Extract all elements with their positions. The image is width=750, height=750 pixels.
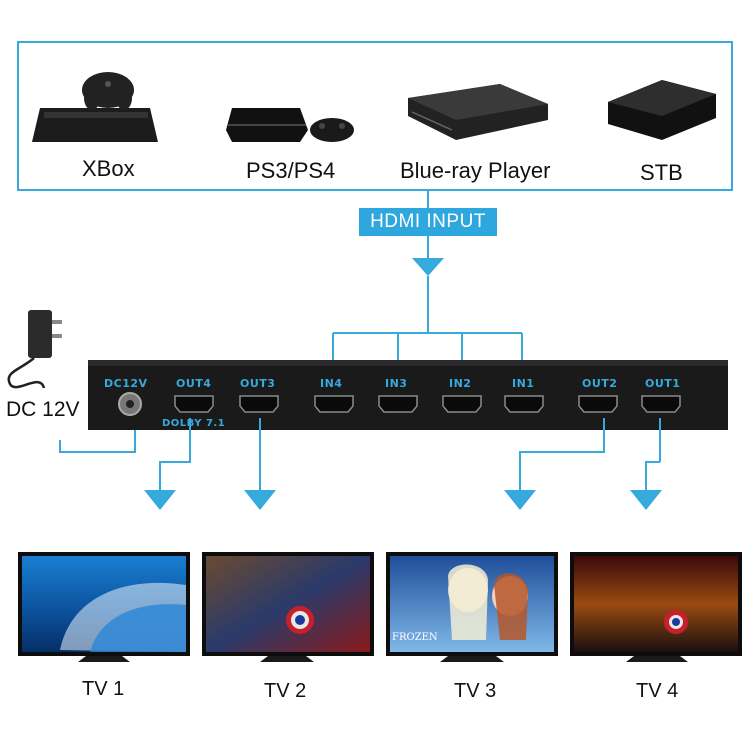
- hdmi-port-in3: [378, 395, 418, 413]
- tv-label-3: TV 3: [454, 680, 497, 702]
- port-label-out1: OUT1: [645, 377, 681, 390]
- port-label-out3: OUT3: [240, 377, 276, 390]
- xbox-console-icon: [32, 72, 158, 142]
- tv-3-screen-title: FROZEN: [392, 632, 438, 643]
- source-label-bluray: Blue-ray Player: [400, 158, 551, 183]
- hdmi-input-badge: HDMI INPUT: [359, 208, 497, 236]
- port-label-in3: IN3: [385, 377, 408, 390]
- set-top-box-icon: [608, 80, 716, 140]
- hdmi-port-in4: [314, 395, 354, 413]
- tv-2: [202, 552, 374, 662]
- out4-arrow: [144, 490, 176, 510]
- out2-arrow: [504, 490, 536, 510]
- tv-2-screen: [206, 556, 370, 652]
- hdmi-port-out4: [174, 395, 214, 413]
- port-label-out2: OUT2: [582, 377, 618, 390]
- out1-line: [645, 461, 660, 495]
- tv-4: [570, 552, 742, 662]
- tv-label-2: TV 2: [264, 680, 307, 702]
- tv-4-screen: [574, 556, 738, 652]
- hdmi-port-out1: [641, 395, 681, 413]
- port-label-dc: DC12V: [104, 377, 148, 390]
- power-label: DC 12V: [6, 398, 80, 421]
- input-arrow: [412, 258, 444, 276]
- out3-arrow: [244, 490, 276, 510]
- hdmi-port-in1: [504, 395, 544, 413]
- out2-line: [519, 418, 605, 495]
- source-label-stb: STB: [640, 160, 683, 185]
- out4-line: [159, 418, 191, 495]
- hdmi-port-out3: [239, 395, 279, 413]
- hdmi-port-in2: [442, 395, 482, 413]
- power-adapter-icon: [7, 310, 62, 389]
- tv-label-1: TV 1: [82, 678, 125, 700]
- bluray-player-icon: [408, 84, 548, 140]
- tv-label-4: TV 4: [636, 680, 679, 702]
- splitter-device-body: [88, 360, 728, 430]
- port-label-out4: OUT4: [176, 377, 212, 390]
- playstation-console-icon: [226, 108, 354, 142]
- source-frame: [17, 41, 733, 191]
- port-label-in2: IN2: [449, 377, 472, 390]
- port-label-in1: IN1: [512, 377, 535, 390]
- source-label-xbox: XBox: [82, 156, 135, 181]
- out1-arrow: [630, 490, 662, 510]
- hdmi-port-out2: [578, 395, 618, 413]
- source-label-ps: PS3/PS4: [246, 158, 336, 183]
- port-label-in4: IN4: [320, 377, 343, 390]
- power-line: [59, 415, 136, 453]
- tv-1: [18, 552, 190, 662]
- tv-3: [386, 552, 558, 662]
- dolby-label: DOLBY 7.1: [162, 418, 226, 429]
